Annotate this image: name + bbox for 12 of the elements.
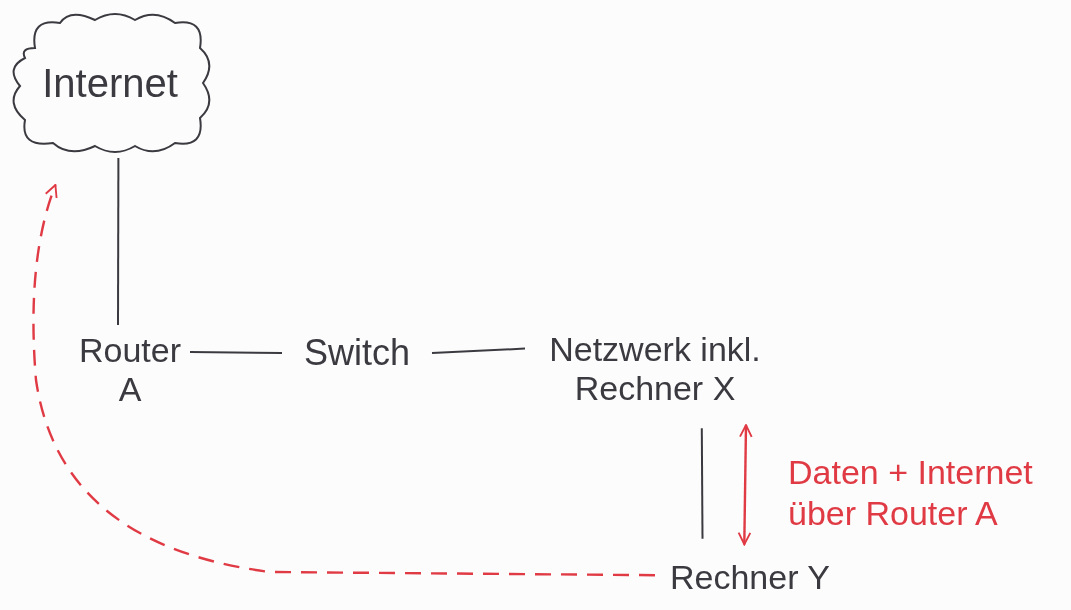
node-label: Internet [42, 60, 178, 106]
node-label: Rechner Y [670, 558, 830, 598]
node-label: Switch [304, 332, 410, 374]
connector-line [700, 427, 704, 540]
connector-line [431, 347, 526, 354]
arrow [32, 184, 655, 577]
node-label: Netzwerk inkl. Rechner X [548, 329, 762, 409]
connector-line [189, 351, 283, 354]
node-label: Router A [77, 330, 183, 410]
edge-label: Daten + Internet über Router A [788, 452, 1034, 534]
arrow [737, 424, 753, 546]
connector-line [117, 157, 120, 326]
